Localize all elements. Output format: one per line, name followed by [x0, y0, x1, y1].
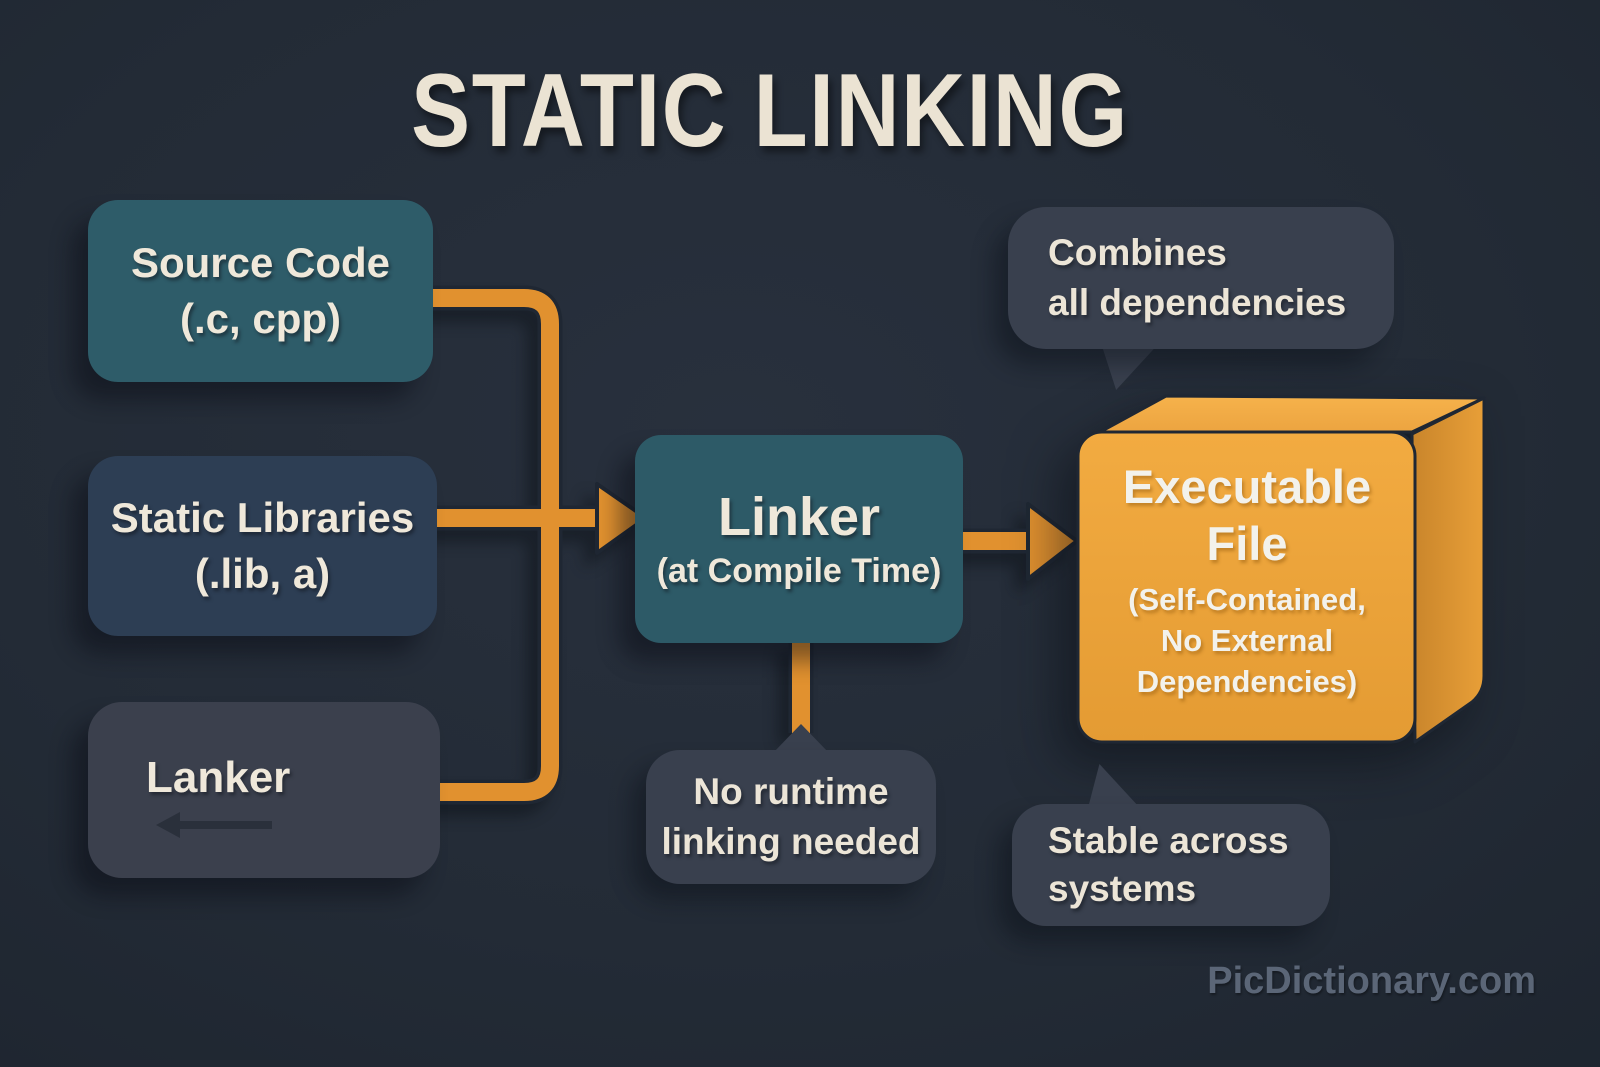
- stable-callout: Stable across systems: [1012, 804, 1330, 926]
- no-runtime-callout: No runtime linking needed: [646, 750, 936, 884]
- merge-connector: [430, 289, 559, 801]
- static-libraries-box: Static Libraries (.lib, a): [88, 456, 437, 636]
- executable-label-line2: File: [1206, 517, 1288, 570]
- stable-line1: Stable across: [1048, 820, 1289, 861]
- executable-note-line1: (Self-Contained,: [1128, 582, 1366, 617]
- arrowhead-into-executable-icon: [1026, 502, 1079, 581]
- lanker-label: Lanker: [146, 753, 291, 802]
- executable-label-line1: Executable: [1122, 460, 1372, 513]
- executable-note-line2: No External: [1160, 623, 1334, 658]
- static-libraries-label: Static Libraries: [110, 494, 415, 541]
- lanker-box: Lanker: [88, 702, 440, 878]
- executable-box-right-face: [1410, 396, 1486, 744]
- executable-file-box: [1076, 394, 1486, 744]
- watermark: PicDictionary.com: [1207, 960, 1536, 1002]
- arrow-left-icon: [156, 812, 272, 838]
- executable-box-front-face: [1076, 430, 1417, 744]
- linker-sublabel: (at Compile Time): [656, 552, 942, 590]
- arrowhead-into-linker-icon: [595, 482, 648, 555]
- executable-note-line3: Dependencies): [1136, 664, 1358, 699]
- combines-line2: all dependencies: [1048, 282, 1347, 323]
- linker-label: Linker: [717, 487, 881, 547]
- stable-line2: systems: [1048, 868, 1197, 909]
- page-title: STATIC LINKING: [411, 53, 1129, 169]
- source-code-box: Source Code (.c, cpp): [88, 200, 433, 382]
- combines-callout: Combines all dependencies: [1008, 207, 1394, 349]
- no-runtime-line1: No runtime: [693, 771, 889, 812]
- source-code-extensions: (.c, cpp): [179, 295, 341, 342]
- combines-line1: Combines: [1048, 232, 1227, 273]
- linker-box: Linker (at Compile Time): [635, 435, 963, 643]
- merge-connector-outline: [430, 285, 563, 805]
- static-libraries-extensions: (.lib, a): [194, 550, 331, 597]
- no-runtime-line2: linking needed: [661, 821, 921, 862]
- executable-file-text: Executable File (Self-Contained, No Exte…: [1080, 458, 1414, 702]
- source-code-label: Source Code: [130, 239, 391, 286]
